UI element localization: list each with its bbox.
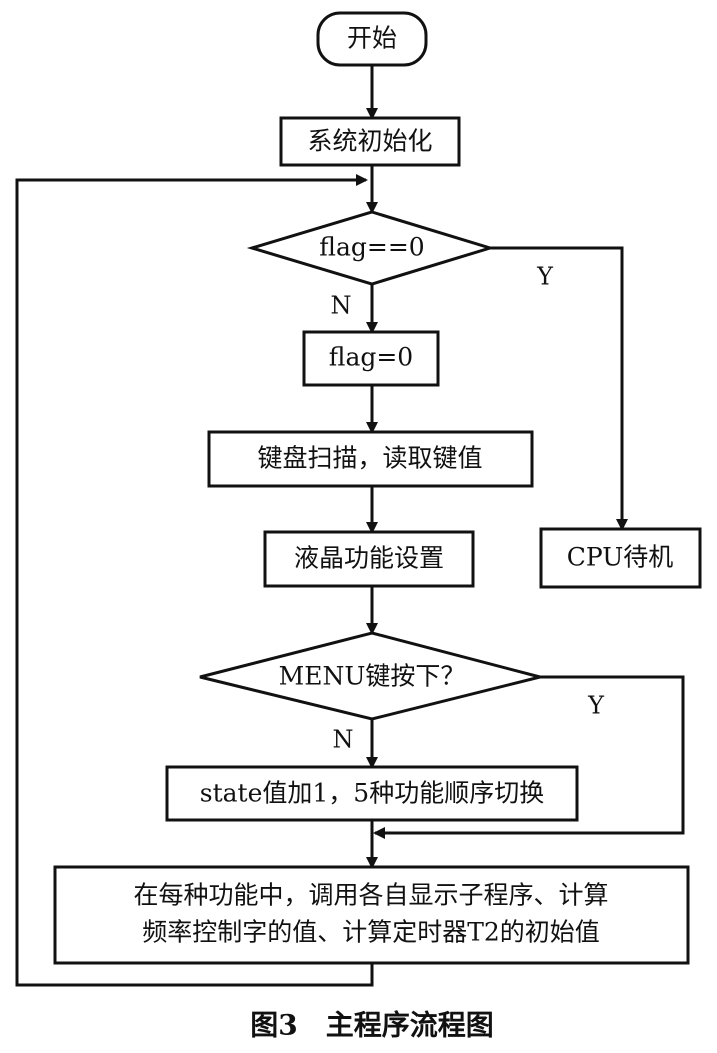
edge-menu-yes-merge xyxy=(373,675,685,839)
node-lcd: 液晶功能设置 xyxy=(263,530,475,588)
process-label-line1: 在每种功能中，调用各自显示子程序、计算 xyxy=(133,881,608,910)
cpu-standby-box xyxy=(539,527,702,589)
start-label: 开始 xyxy=(347,24,397,53)
start-terminator xyxy=(316,11,428,67)
keyboard-label: 键盘扫描，读取键值 xyxy=(257,444,482,473)
node-init: 系统初始化 xyxy=(279,116,461,167)
menu-yes-label: Y xyxy=(587,692,605,720)
node-flag-check: flag==0 xyxy=(246,210,496,286)
flag-check-label: flag==0 xyxy=(319,233,424,262)
node-keyboard: 键盘扫描，读取键值 xyxy=(207,430,534,488)
menu-no-label: N xyxy=(333,726,354,754)
node-state-inc: state值加1，5种功能顺序切换 xyxy=(165,765,579,822)
node-process: 在每种功能中，调用各自显示子程序、计算 频率控制字的值、计算定时器T2的初始值 xyxy=(53,865,690,965)
keyboard-box xyxy=(207,430,534,488)
flag-yes-label: Y xyxy=(536,263,554,291)
node-menu-check: MENU键按下？ xyxy=(199,631,541,721)
flag-set-box xyxy=(302,330,440,387)
process-label-line2: 频率控制字的值、计算定时器T2的初始值 xyxy=(142,918,600,947)
menu-check-label: MENU键按下？ xyxy=(279,662,466,691)
lcd-label: 液晶功能设置 xyxy=(294,544,444,573)
node-flag-set: flag=0 xyxy=(302,330,440,387)
cpu-standby-label: CPU待机 xyxy=(567,543,674,572)
edge-loop-back xyxy=(15,174,374,987)
figure-caption: 图3 主程序流程图 xyxy=(250,1009,493,1042)
menu-check-diamond xyxy=(199,631,541,721)
node-start: 开始 xyxy=(316,11,428,67)
lcd-box xyxy=(263,530,475,588)
node-cpu-standby: CPU待机 xyxy=(539,527,702,589)
flag-set-label: flag=0 xyxy=(329,343,413,372)
flag-check-diamond xyxy=(246,210,496,286)
edge-flag-yes-cpu xyxy=(490,246,628,531)
state-inc-label: state值加1，5种功能顺序切换 xyxy=(200,779,544,808)
process-box xyxy=(53,865,690,965)
init-box xyxy=(279,116,461,167)
state-inc-box xyxy=(165,765,579,822)
init-label: 系统初始化 xyxy=(307,127,432,156)
edges xyxy=(15,65,685,987)
flag-no-label: N xyxy=(331,292,352,320)
